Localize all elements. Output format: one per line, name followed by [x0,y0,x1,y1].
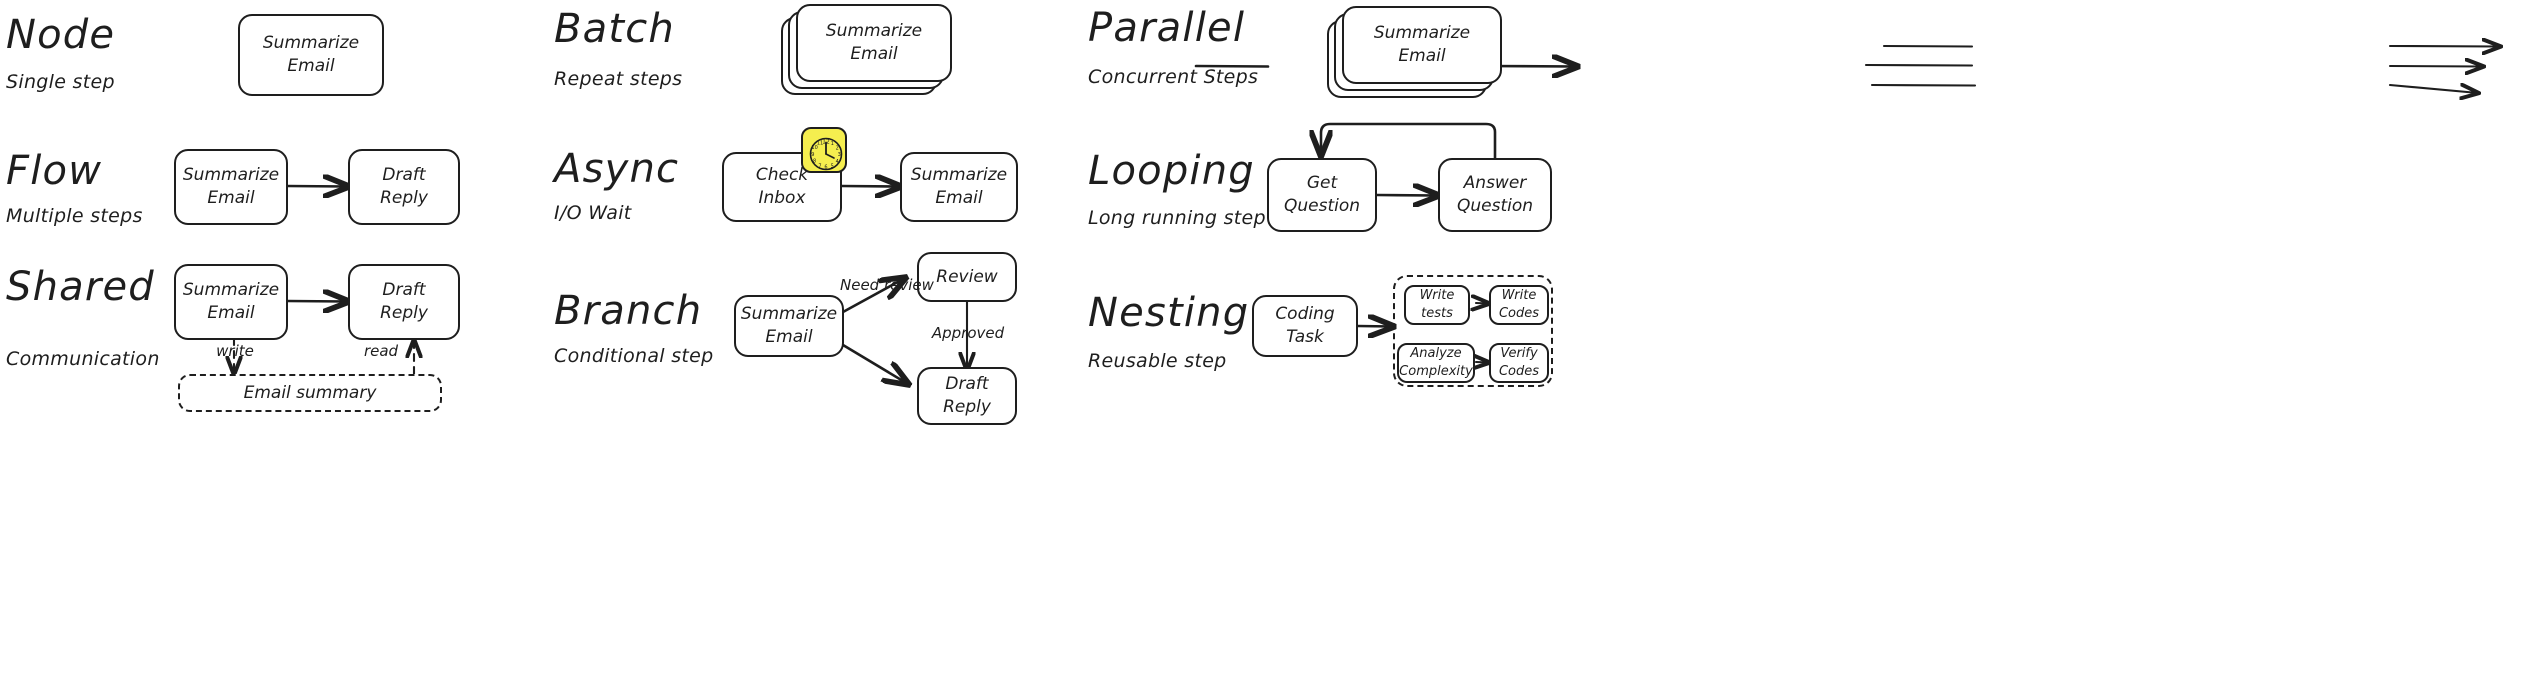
clock-icon: 12 11 1 10 2 9 3 8 4 7 6 5 [801,127,847,173]
svg-text:6: 6 [824,165,827,171]
svg-text:1: 1 [831,141,834,147]
branch-edge-label-approved: Approved [931,324,1005,342]
parallel-output-2 [2388,66,2483,67]
shared-edge-label-write: write [216,342,254,360]
svg-text:9: 9 [811,152,814,158]
section-title-parallel: Parallel [1088,5,1246,51]
nesting-arrow-1 [1356,326,1393,327]
svg-text:7: 7 [818,163,821,169]
svg-text:3: 3 [838,152,841,158]
section-title-branch: Branch [554,288,703,334]
parallel-output-1 [2388,46,2500,47]
batch-box-summarize-email[interactable]: Summarize Email [796,4,952,82]
section-title-async: Async [554,146,680,192]
parallel-output-3 [2388,85,2478,93]
nesting-inner-box-verify-codes[interactable]: Verify Codes [1489,343,1549,383]
section-title-node: Node [6,12,116,58]
section-title-shared: Shared [6,264,155,310]
section-subtitle-nesting: Reusable step [1088,350,1227,372]
svg-text:2: 2 [836,146,839,152]
node-box-summarize-email[interactable]: Summarize Email [238,14,384,96]
section-title-batch: Batch [554,6,675,52]
svg-text:11: 11 [817,141,823,147]
nesting-inner-box-write-tests[interactable]: Write tests [1404,285,1470,325]
async-arrow-1 [840,186,900,187]
section-title-looping: Looping [1088,148,1255,194]
svg-text:5: 5 [831,163,834,169]
looping-box-get-question[interactable]: Get Question [1267,158,1377,232]
flow-box-draft-reply[interactable]: Draft Reply [348,149,460,225]
branch-box-review[interactable]: Review [917,252,1017,302]
branch-arrow-direct [841,343,908,384]
section-subtitle-branch: Conditional step [554,345,714,367]
branch-box-summarize-email[interactable]: Summarize Email [734,295,844,357]
looping-forward-arrow [1375,195,1438,196]
parallel-input-3 [1870,83,1977,87]
parallel-input-1 [1882,44,1974,48]
svg-text:12: 12 [822,139,830,146]
shared-arrow-1 [285,301,348,302]
looping-feedback-arrow [1321,122,1497,160]
looping-box-answer-question[interactable]: Answer Question [1438,158,1552,232]
section-subtitle-looping: Long running step [1088,207,1266,229]
shared-edge-label-read: read [363,342,399,360]
section-subtitle-async: I/O Wait [554,202,632,224]
nesting-group-container [1393,275,1553,387]
async-box-check-inbox[interactable]: Check Inbox [722,152,842,222]
branch-edge-label-need-review: Need review [840,276,934,294]
shared-store-email-summary[interactable]: Email summary [178,374,442,412]
section-subtitle-flow: Multiple steps [6,205,143,227]
svg-text:8: 8 [813,159,816,165]
section-subtitle-node: Single step [6,71,115,93]
branch-box-draft-reply[interactable]: Draft Reply [917,367,1017,425]
section-subtitle-parallel: Concurrent Steps [1088,66,1259,88]
shared-box-draft-reply[interactable]: Draft Reply [348,264,460,340]
svg-text:10: 10 [811,145,817,151]
svg-text:4: 4 [836,159,839,165]
section-title-nesting: Nesting [1088,290,1250,336]
shared-box-summarize-email[interactable]: Summarize Email [174,264,288,340]
flow-box-summarize-email[interactable]: Summarize Email [174,149,288,225]
nesting-box-coding-task[interactable]: Coding Task [1252,295,1358,357]
section-subtitle-shared: Communication [6,348,160,370]
section-subtitle-batch: Repeat steps [554,68,683,90]
parallel-box-summarize-email[interactable]: Summarize Email [1342,6,1502,84]
section-title-flow: Flow [6,148,103,194]
nesting-inner-box-write-codes[interactable]: Write Codes [1489,285,1549,325]
flow-arrow-1 [285,186,348,187]
nesting-inner-box-analyze-complexity[interactable]: Analyze Complexity [1397,343,1475,383]
parallel-input-2 [1864,63,1974,67]
async-box-summarize-email[interactable]: Summarize Email [900,152,1018,222]
